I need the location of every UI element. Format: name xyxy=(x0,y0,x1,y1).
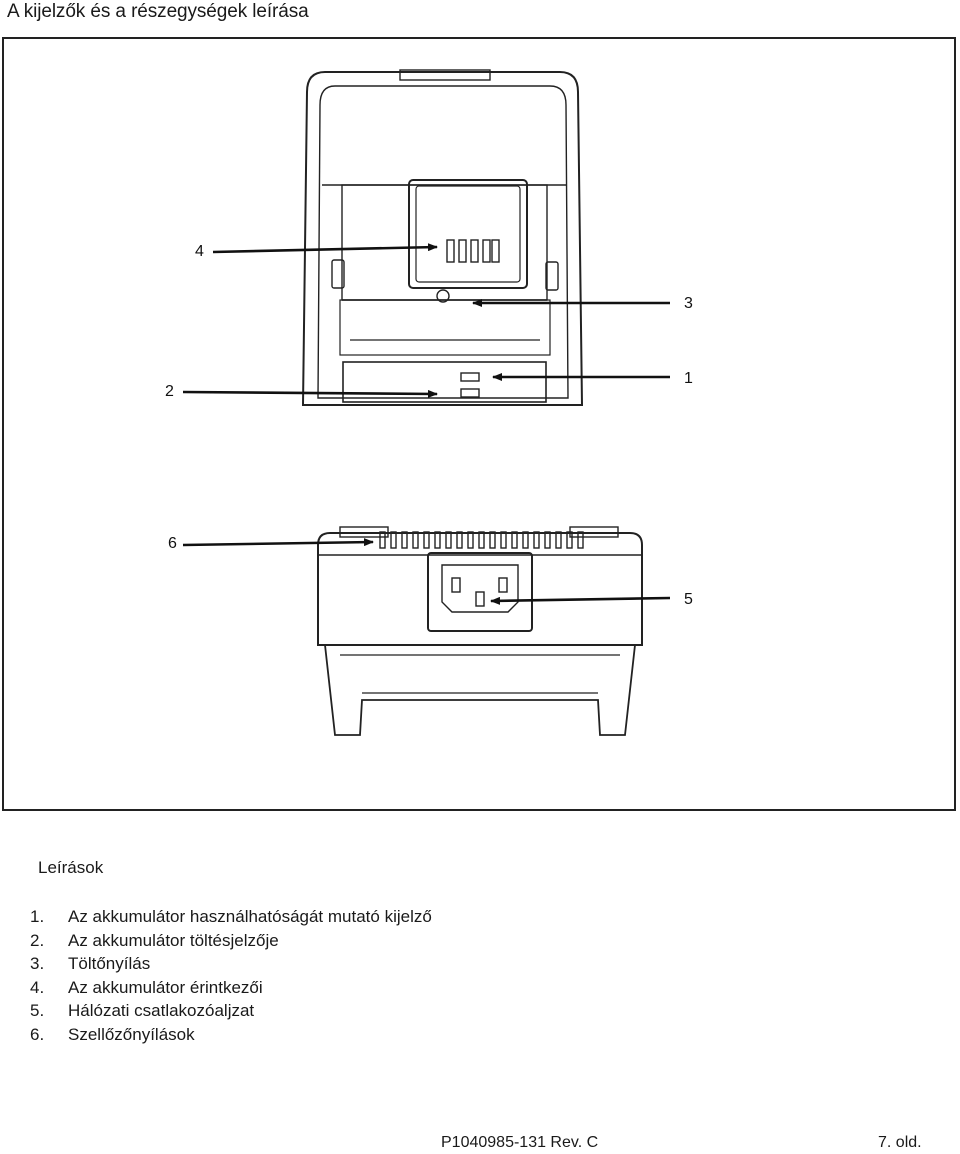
item-number: 2. xyxy=(30,930,45,950)
callout-2: 2 xyxy=(165,383,174,400)
list-item: 4. Az akkumulátor érintkezői xyxy=(30,976,432,1000)
charger-rear-view xyxy=(317,526,643,736)
callout-3: 3 xyxy=(684,295,693,312)
page-number: 7. old. xyxy=(878,1134,922,1151)
list-item: 2. Az akkumulátor töltésjelzője xyxy=(30,929,432,953)
descriptions-heading: Leírások xyxy=(38,858,104,877)
item-text: Az akkumulátor használhatóságát mutató k… xyxy=(68,907,432,926)
ventilation-slots xyxy=(379,531,584,549)
callout-arrows xyxy=(182,243,671,605)
item-number: 3. xyxy=(30,954,45,973)
charger-top-view xyxy=(301,69,584,406)
page-title: A kijelzők és a részegységek leírása xyxy=(7,1,309,22)
callout-1: 1 xyxy=(684,370,693,387)
status-indicators xyxy=(460,372,480,398)
document-number: P1040985-131 Rev. C xyxy=(441,1134,599,1151)
list-item: 3. Töltőnyílás xyxy=(30,952,432,976)
item-number: 6. xyxy=(30,1024,45,1044)
callout-4: 4 xyxy=(195,243,204,260)
item-number: 1. xyxy=(30,907,45,926)
list-item: 5. Hálózati csatlakozóaljzat xyxy=(30,999,432,1023)
item-text: Az akkumulátor érintkezői xyxy=(68,977,263,997)
callout-6: 6 xyxy=(168,535,177,552)
battery-contacts xyxy=(446,239,500,263)
item-text: Hálózati csatlakozóaljzat xyxy=(68,1001,255,1020)
list-item: 1. Az akkumulátor használhatóságát mutató… xyxy=(30,905,432,929)
charger-illustration xyxy=(182,69,671,736)
item-text: Szellőzőnyílások xyxy=(68,1024,195,1044)
item-number: 4. xyxy=(30,977,45,997)
power-socket-pins xyxy=(451,577,508,607)
item-text: Az akkumulátor töltésjelzője xyxy=(68,930,279,950)
item-number: 5. xyxy=(30,1001,45,1020)
list-item: 6. Szellőzőnyílások xyxy=(30,1023,432,1047)
figure-frame xyxy=(2,37,956,811)
item-text: Töltőnyílás xyxy=(68,954,151,973)
callout-5: 5 xyxy=(684,591,693,608)
descriptions-list: 1. Az akkumulátor használhatóságát mutató… xyxy=(30,905,432,1046)
